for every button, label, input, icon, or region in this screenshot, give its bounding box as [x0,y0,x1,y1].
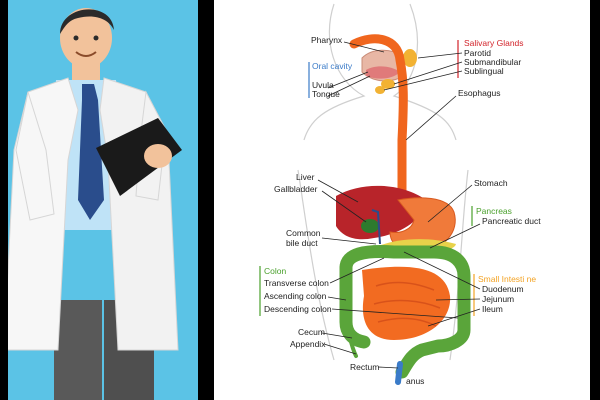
label-esophagus: Esophagus [458,88,501,98]
letterbox-right [590,0,600,400]
clipboard-icon [96,118,182,196]
panel-divider [198,0,214,400]
large-intestine [339,245,471,379]
label-cecum: Cecum [298,327,325,337]
appendix [348,336,358,358]
label-colon: Colon [264,266,286,276]
doctor-figure [8,8,182,400]
digestive-system-diagram: Pharynx Salivary Glands Parotid Submandi… [259,3,541,386]
doctor-panel [8,0,198,400]
diagram-panel: Pharynx Salivary Glands Parotid Submandi… [214,0,590,400]
label-ascending-colon: Ascending colon [264,291,327,301]
doctor-eye-left [73,35,79,41]
doctor-tie [78,84,104,220]
doctor-arm-left [15,91,55,221]
small-intestine [362,266,451,340]
body-outline [297,169,335,361]
label-stomach: Stomach [474,178,508,188]
label-gallbladder: Gallbladder [274,184,318,194]
label-common-bile-duct-line1: Common [286,228,321,238]
parotid-gland [403,49,417,67]
label-pharynx: Pharynx [311,35,343,45]
body-outline [392,3,457,141]
doctor-hair [60,9,114,34]
label-appendix: Appendix [290,339,326,349]
label-liver: Liver [296,172,315,182]
label-oral-cavity: Oral cavity [312,61,353,71]
doctor-hand [144,144,172,168]
label-uvula: Uvula [312,80,334,90]
rectum [395,361,403,385]
doctor-mouth [75,51,97,57]
label-pancreas: Pancreas [476,206,512,216]
doctor-eye-right [93,35,99,41]
label-common-bile-duct-line2: bile duct [286,238,318,248]
label-sublingual: Sublingual [464,66,504,76]
label-salivary-glands: Salivary Glands [464,38,524,48]
body-outline [303,3,366,141]
submandibular-gland [381,79,395,89]
label-descending-colon: Descending colon [264,304,332,314]
label-parotid: Parotid [464,48,491,58]
label-transverse-colon: Transverse colon [264,278,329,288]
label-jejunum: Jejunum [482,294,514,304]
letterbox-left [0,0,8,400]
ascending-colon [339,261,371,349]
tongue [366,66,400,79]
label-tongue: Tongue [312,89,340,99]
intestine-folds [373,281,441,327]
label-duodenum: Duodenum [482,284,524,294]
label-small-intestine: Small Intesti ne [478,274,536,284]
sublingual-gland [375,86,385,94]
label-submandibular: Submandibular [464,57,521,67]
label-anus: anus [406,376,424,386]
common-bile-duct [371,209,381,245]
doctor-head [60,8,112,68]
label-pancreatic-duct: Pancreatic duct [482,216,541,226]
gallbladder [361,219,379,233]
doctor-leg-left [54,300,102,400]
label-rectum: Rectum [350,362,379,372]
esophagus [349,34,408,215]
leader-lines [317,41,481,369]
label-ileum: Ileum [482,304,503,314]
